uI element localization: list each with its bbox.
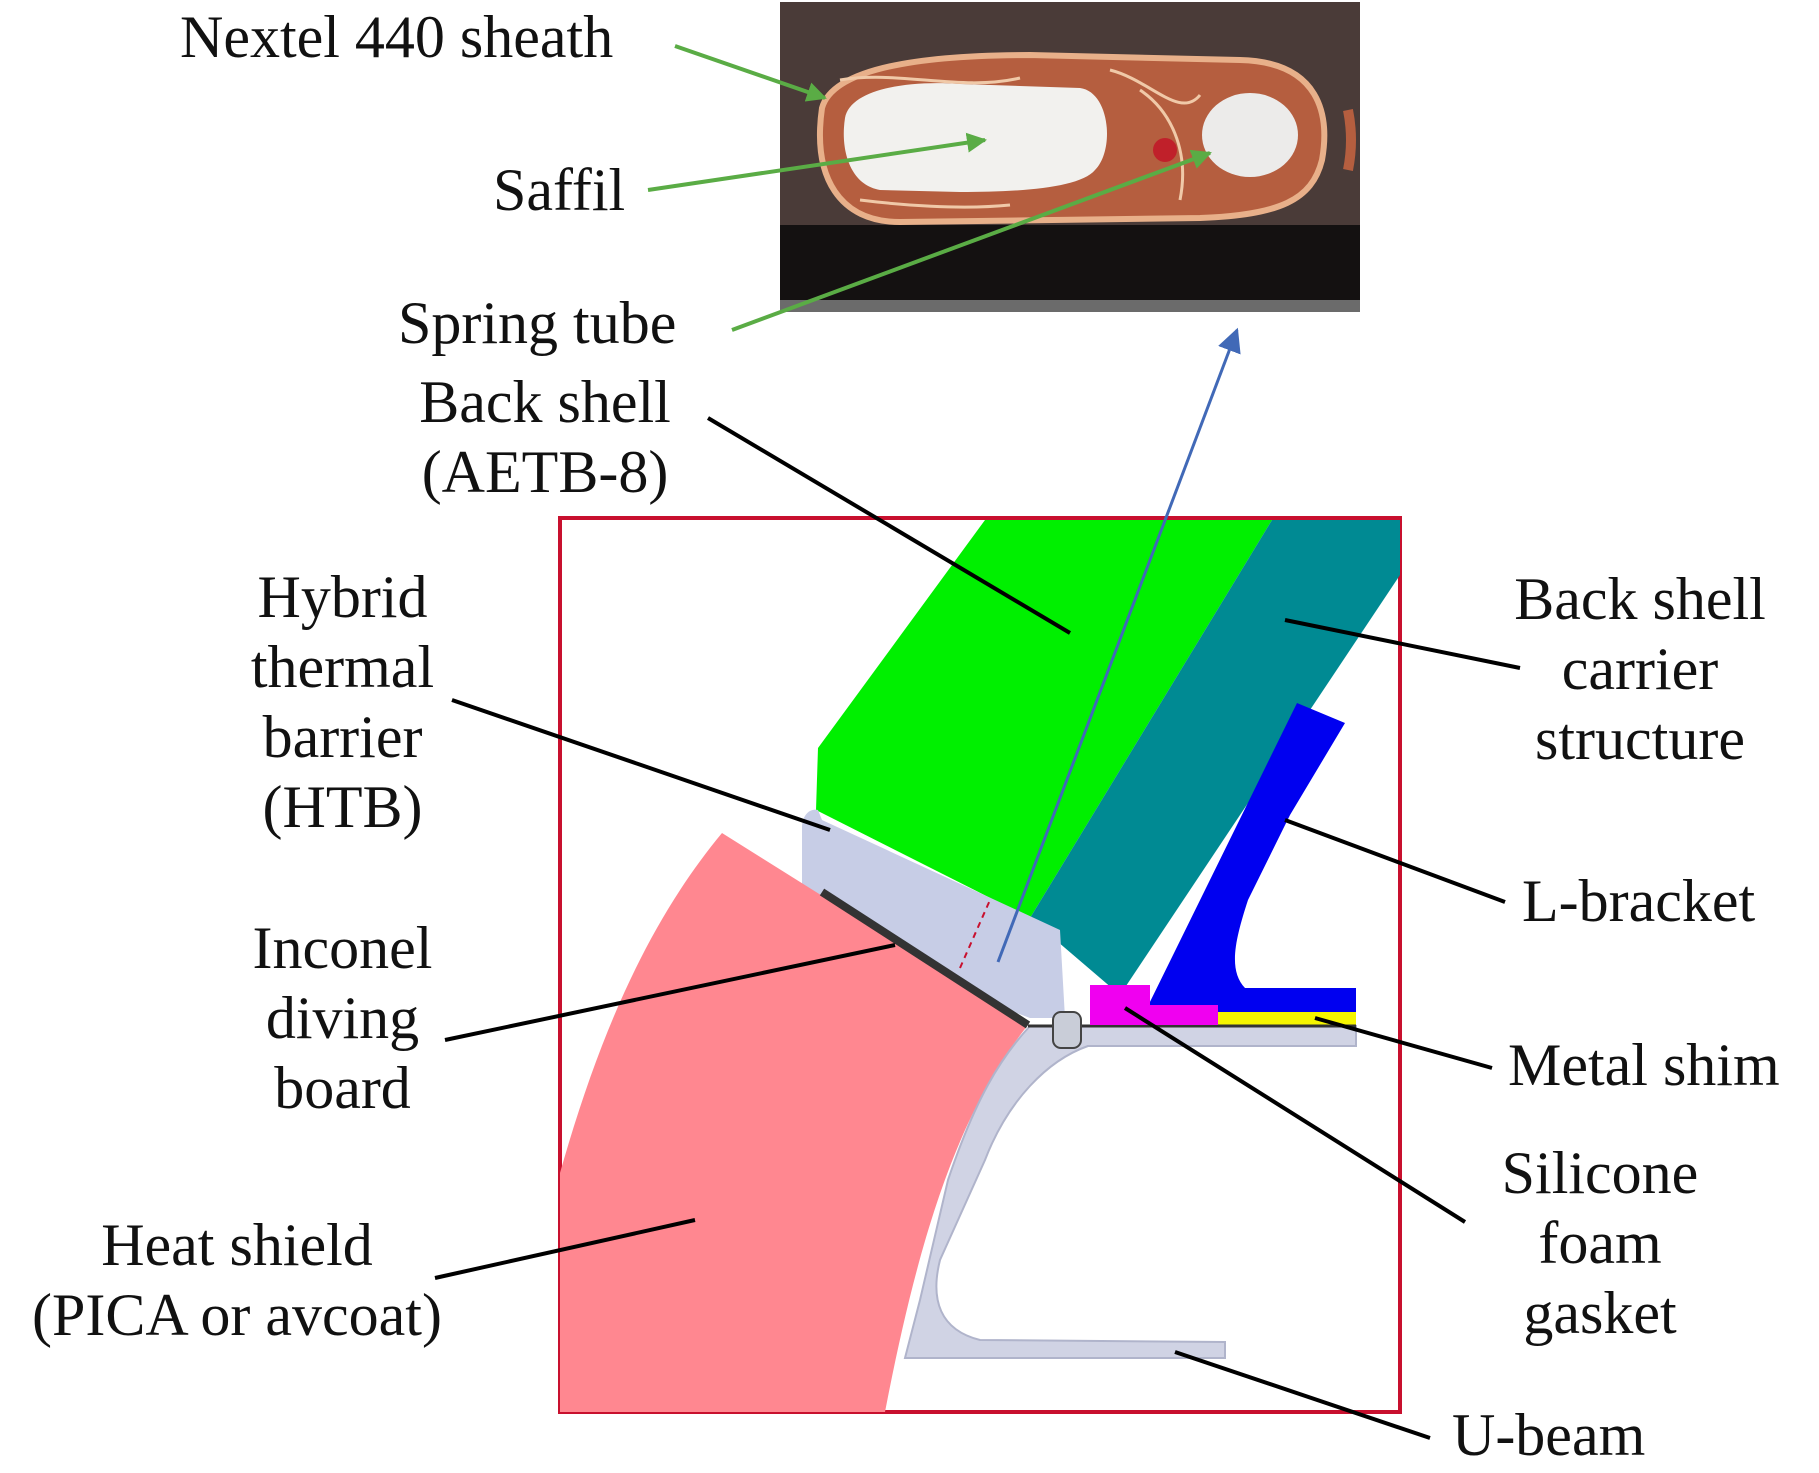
- inconel-line-1: Inconel: [252, 915, 433, 981]
- leader-lines: [434, 416, 1521, 1440]
- adjacent-tube-edge: [1343, 109, 1356, 171]
- htb-line-2: thermal: [250, 634, 435, 700]
- metal-shim: [1218, 1012, 1356, 1026]
- inconel-leader: [444, 943, 896, 1042]
- htb-photo: [780, 2, 1360, 312]
- gasket-line-1: Silicone: [1501, 1140, 1699, 1206]
- photo-arrows: [647, 44, 1212, 332]
- carrier-line-3: structure: [1535, 706, 1745, 772]
- photo-bottom-edge: [780, 300, 1360, 312]
- nextel-arrow: [674, 44, 827, 102]
- gasket-label: Silicone foam gasket: [1475, 1138, 1725, 1348]
- inconel-label: Inconel diving board: [220, 913, 465, 1123]
- heat-shield-line-1: Heat shield: [101, 1212, 373, 1278]
- l-bracket: [1145, 703, 1356, 1012]
- fibre-strands: [839, 68, 1202, 209]
- carrier-line-1: Back shell: [1514, 566, 1766, 632]
- u-beam-leader: [1174, 1350, 1431, 1440]
- saffil-arrow: [647, 132, 987, 192]
- spring-tube-label: Spring tube: [398, 288, 676, 358]
- carrier-line-2: carrier: [1561, 636, 1719, 702]
- heat-shield-leader: [434, 1218, 696, 1280]
- l-bracket-leader: [1284, 818, 1506, 904]
- htb-line-4: (HTB): [262, 774, 423, 840]
- heat-shield: [560, 833, 1028, 1412]
- saffil-label-text: Saffil: [493, 157, 626, 223]
- heat-shield-line-2: (PICA or avcoat): [32, 1282, 442, 1348]
- heat-shield-label: Heat shield (PICA or avcoat): [2, 1210, 472, 1350]
- back-shell-label: Back shell (AETB-8): [395, 367, 695, 507]
- saffil-label: Saffil: [493, 155, 625, 225]
- back-shell-line-1: Back shell: [419, 369, 671, 435]
- inconel-line-3: board: [274, 1055, 411, 1121]
- htb-dashed-cut: [959, 899, 991, 969]
- htb-label: Hybrid thermal barrier (HTB): [220, 562, 465, 842]
- metal-shim-leader: [1314, 1016, 1493, 1070]
- hybrid-thermal-barrier: [801, 809, 1065, 1018]
- metal-shim-label-text: Metal shim: [1508, 1032, 1780, 1098]
- gasket-line-2: foam: [1538, 1210, 1662, 1276]
- inconel-line-2: diving: [265, 985, 420, 1051]
- spring-tube-arrow: [731, 149, 1212, 332]
- back-shell-aetb8: [816, 520, 1272, 918]
- saffil-fill-large: [843, 83, 1107, 192]
- l-bracket-label-text: L-bracket: [1522, 868, 1756, 934]
- back-shell-carrier-structure: [1030, 520, 1400, 995]
- carrier-label: Back shell carrier structure: [1480, 564, 1800, 774]
- back-shell-line-2: (AETB-8): [421, 439, 669, 505]
- metal-shim-label: Metal shim: [1508, 1030, 1780, 1100]
- u-beam: [903, 1025, 1357, 1359]
- back-shell-leader: [706, 416, 1072, 635]
- inconel-diving-board: [819, 888, 1031, 1029]
- red-spot: [1153, 138, 1177, 162]
- nextel-label: Nextel 440 sheath: [180, 2, 613, 72]
- htb-line-3: barrier: [262, 704, 423, 770]
- photo-floor: [780, 225, 1360, 312]
- htb-line-1: Hybrid: [257, 564, 428, 630]
- gasket-leader: [1123, 1006, 1467, 1224]
- htb-leader: [451, 698, 831, 832]
- fastener: [1052, 1011, 1082, 1049]
- u-beam-label-text: U-beam: [1452, 1402, 1646, 1468]
- silicone-foam-gasket-lower: [1130, 1005, 1218, 1025]
- carrier-leader: [1284, 618, 1521, 670]
- nextel-label-text: Nextel 440 sheath: [180, 4, 614, 70]
- gasket-line-3: gasket: [1523, 1280, 1677, 1346]
- cross-section-schematic: [558, 516, 1402, 1414]
- spring-tube-label-text: Spring tube: [398, 290, 677, 356]
- u-beam-label: U-beam: [1452, 1400, 1645, 1470]
- spring-tube-fill: [1202, 93, 1298, 177]
- l-bracket-label: L-bracket: [1522, 866, 1755, 936]
- photo-link-arrow: [996, 327, 1241, 963]
